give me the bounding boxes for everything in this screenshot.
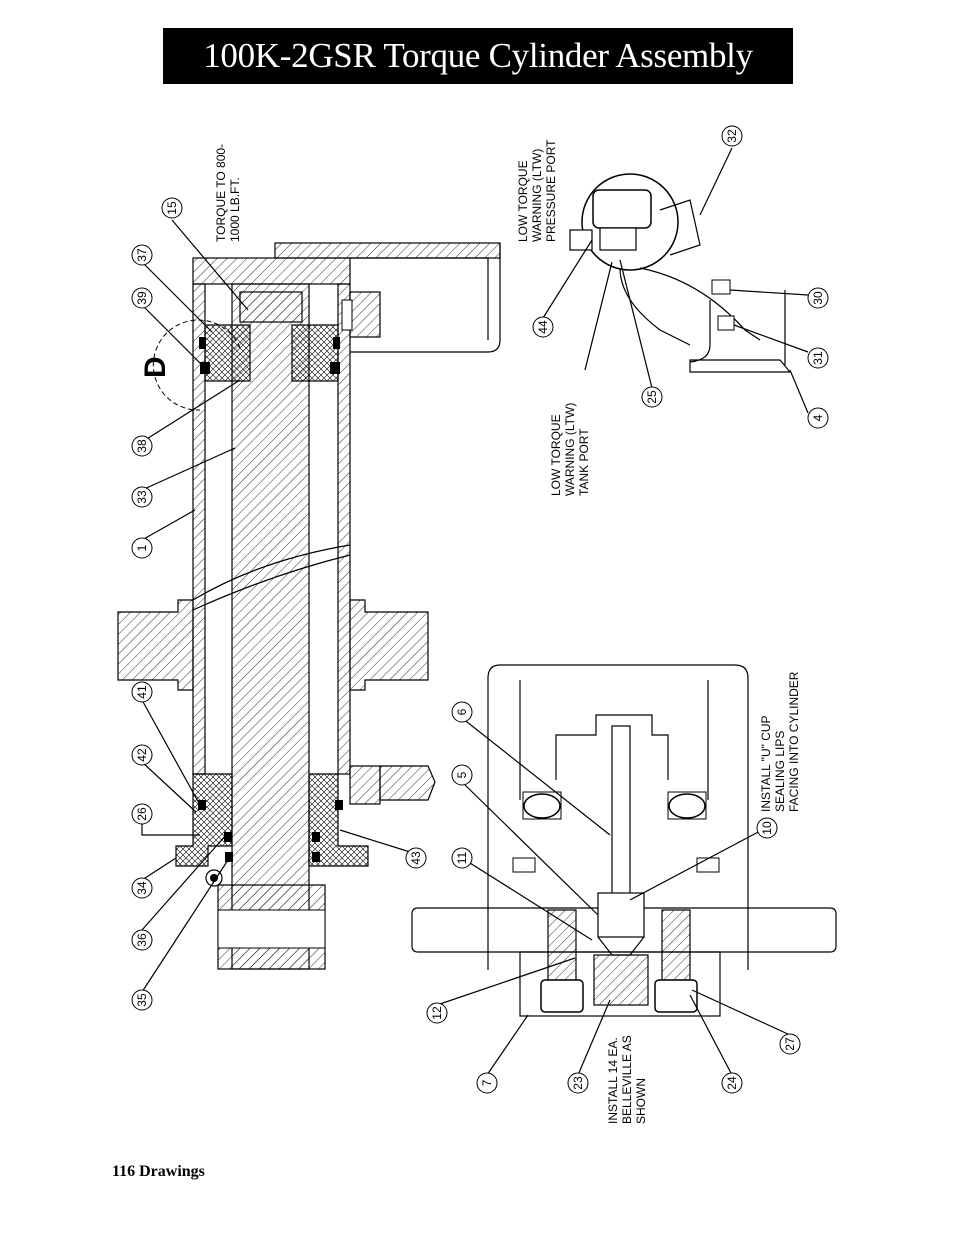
balloon-26: 26 bbox=[131, 803, 153, 825]
balloon-10: 10 bbox=[756, 817, 778, 839]
balloon-32: 32 bbox=[721, 125, 743, 147]
balloon-1: 1 bbox=[131, 537, 153, 559]
svg-text:PRESSURE PORT: PRESSURE PORT bbox=[544, 139, 558, 242]
svg-text:27: 27 bbox=[783, 1037, 797, 1051]
balloon-4: 4 bbox=[807, 407, 829, 429]
balloon-34: 34 bbox=[131, 877, 153, 899]
balloon-33: 33 bbox=[131, 486, 153, 508]
svg-text:LOW TORQUE: LOW TORQUE bbox=[549, 414, 563, 496]
svg-text:35: 35 bbox=[135, 993, 149, 1007]
svg-text:34: 34 bbox=[135, 881, 149, 895]
svg-text:23: 23 bbox=[571, 1076, 585, 1090]
leader-lines bbox=[141, 147, 809, 1076]
svg-text:15: 15 bbox=[165, 201, 179, 215]
note-u-cup: INSTALL "U" CUP SEALING LIPS FACING INTO… bbox=[759, 671, 801, 812]
svg-text:FACING INTO CYLINDER: FACING INTO CYLINDER bbox=[787, 671, 801, 812]
svg-text:39: 39 bbox=[135, 291, 149, 305]
svg-text:25: 25 bbox=[645, 390, 659, 404]
svg-text:4: 4 bbox=[811, 414, 825, 421]
note-torque: TORQUE TO 800- 1000 LB.FT. bbox=[214, 144, 242, 242]
balloon-43: 43 bbox=[405, 847, 427, 869]
balloon-38: 38 bbox=[131, 435, 153, 457]
balloon-5: 5 bbox=[451, 764, 473, 786]
svg-text:INSTALL 14 EA.: INSTALL 14 EA. bbox=[606, 1037, 620, 1124]
page-title: 100K-2GSR Torque Cylinder Assembly bbox=[163, 28, 793, 84]
svg-text:37: 37 bbox=[135, 248, 149, 262]
svg-text:33: 33 bbox=[135, 490, 149, 504]
svg-text:TANK PORT: TANK PORT bbox=[577, 428, 591, 496]
svg-text:SEALING LIPS: SEALING LIPS bbox=[773, 731, 787, 812]
svg-text:36: 36 bbox=[135, 933, 149, 947]
svg-text:31: 31 bbox=[811, 351, 825, 365]
svg-text:32: 32 bbox=[725, 129, 739, 143]
svg-text:SHOWN: SHOWN bbox=[634, 1078, 648, 1124]
svg-text:30: 30 bbox=[811, 291, 825, 305]
svg-text:7: 7 bbox=[480, 1079, 494, 1086]
svg-text:1: 1 bbox=[135, 544, 149, 551]
balloon-23: 23 bbox=[567, 1072, 589, 1094]
svg-text:44: 44 bbox=[536, 320, 550, 334]
svg-text:WARNING (LTW): WARNING (LTW) bbox=[530, 149, 544, 242]
svg-text:26: 26 bbox=[135, 807, 149, 821]
balloon-36: 36 bbox=[131, 929, 153, 951]
svg-text:INSTALL "U" CUP: INSTALL "U" CUP bbox=[759, 715, 773, 812]
balloon-25: 25 bbox=[641, 386, 663, 408]
balloon-31: 31 bbox=[807, 347, 829, 369]
svg-text:LOW TORQUE: LOW TORQUE bbox=[516, 160, 530, 242]
svg-text:12: 12 bbox=[430, 1006, 444, 1020]
svg-text:10: 10 bbox=[760, 821, 774, 835]
svg-text:42: 42 bbox=[135, 748, 149, 762]
balloon-37: 37 bbox=[131, 244, 153, 266]
svg-text:BELLEVILLE AS: BELLEVILLE AS bbox=[620, 1035, 634, 1124]
balloon-44: 44 bbox=[532, 316, 554, 338]
svg-text:24: 24 bbox=[725, 1076, 739, 1090]
svg-text:WARNING (LTW): WARNING (LTW) bbox=[563, 403, 577, 496]
svg-text:1000 LB.FT.: 1000 LB.FT. bbox=[228, 177, 242, 242]
ltw-valve-detail bbox=[569, 173, 792, 373]
svg-text:5: 5 bbox=[455, 771, 469, 778]
svg-text:38: 38 bbox=[135, 439, 149, 453]
balloon-30: 30 bbox=[807, 287, 829, 309]
balloon-12: 12 bbox=[426, 1002, 448, 1024]
balloon-11: 11 bbox=[451, 847, 473, 869]
balloon-41: 41 bbox=[131, 681, 153, 703]
balloon-7: 7 bbox=[476, 1072, 498, 1094]
balloon-35: 35 bbox=[131, 989, 153, 1011]
svg-text:41: 41 bbox=[135, 685, 149, 699]
svg-text:6: 6 bbox=[455, 708, 469, 715]
detail-label: D bbox=[139, 356, 172, 378]
balloon-15: 15 bbox=[161, 197, 183, 219]
page-footer: 116 Drawings bbox=[112, 1163, 205, 1180]
balloon-6: 6 bbox=[451, 701, 473, 723]
balloon-24: 24 bbox=[721, 1072, 743, 1094]
svg-text:11: 11 bbox=[455, 851, 469, 864]
note-belleville: INSTALL 14 EA. BELLEVILLE AS SHOWN bbox=[606, 1035, 648, 1124]
note-ltw-tank-port: LOW TORQUE WARNING (LTW) TANK PORT bbox=[549, 403, 591, 496]
balloon-39: 39 bbox=[131, 287, 153, 309]
balloon-42: 42 bbox=[131, 744, 153, 766]
svg-text:TORQUE TO 800-: TORQUE TO 800- bbox=[214, 144, 228, 242]
note-ltw-pressure-port: LOW TORQUE WARNING (LTW) PRESSURE PORT bbox=[516, 139, 558, 242]
main-cylinder-section bbox=[117, 242, 501, 970]
svg-text:43: 43 bbox=[409, 851, 423, 865]
balloon-27: 27 bbox=[779, 1033, 801, 1055]
